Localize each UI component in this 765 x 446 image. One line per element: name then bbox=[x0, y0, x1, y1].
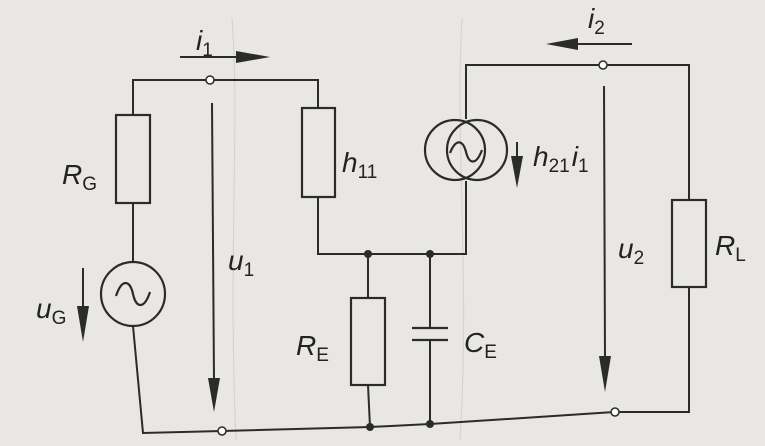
output-terminal-top bbox=[598, 60, 608, 70]
input-terminal-bottom bbox=[217, 426, 227, 436]
arrow-u2 bbox=[599, 85, 611, 392]
wire-rl-bottom bbox=[614, 286, 690, 413]
sine-wave-icon bbox=[114, 281, 152, 307]
label-rl: RL bbox=[715, 230, 746, 266]
arrow-h21 bbox=[511, 142, 523, 188]
junction-dot bbox=[366, 423, 374, 431]
junction-dot bbox=[364, 250, 372, 258]
wire-current-source-bottom bbox=[429, 181, 467, 255]
resistor-rg bbox=[114, 113, 152, 205]
resistor-rl bbox=[670, 198, 708, 289]
voltage-source-ug bbox=[99, 260, 167, 328]
wire-output-top bbox=[465, 64, 690, 201]
resistor-re bbox=[349, 296, 387, 387]
junction-dot bbox=[426, 250, 434, 258]
wire-input-top bbox=[209, 79, 319, 109]
label-h11: h11 bbox=[342, 147, 377, 183]
label-ce: CE bbox=[464, 327, 497, 363]
wire-h11-bottom bbox=[317, 196, 431, 255]
resistor-h11 bbox=[300, 106, 337, 199]
arrow-u1 bbox=[208, 102, 220, 412]
paper-background-marks bbox=[231, 17, 465, 441]
label-u2: u2 bbox=[618, 233, 644, 269]
label-i1: i1 bbox=[196, 25, 213, 61]
input-terminal-top bbox=[205, 75, 215, 85]
sine-wave-icon bbox=[448, 141, 484, 163]
label-re: RE bbox=[296, 330, 329, 366]
junction-dot bbox=[426, 420, 434, 428]
current-source-h21 bbox=[423, 118, 509, 182]
capacitor-ce bbox=[412, 326, 448, 342]
wire-source-to-bottom bbox=[131, 324, 145, 435]
wire-rg-top bbox=[132, 79, 211, 116]
output-terminal-bottom bbox=[610, 407, 620, 417]
label-rg: RG bbox=[62, 159, 97, 195]
arrow-ug bbox=[77, 268, 89, 342]
wire-re-bottom bbox=[366, 383, 372, 429]
wire-ground-rail bbox=[141, 410, 617, 435]
label-i2: i2 bbox=[588, 3, 605, 39]
label-u1: u1 bbox=[228, 245, 254, 281]
label-ug: uG bbox=[36, 293, 66, 329]
label-h21i1: h21i1 bbox=[533, 141, 589, 177]
arrow-i1 bbox=[180, 51, 270, 63]
arrow-i2 bbox=[546, 38, 632, 50]
